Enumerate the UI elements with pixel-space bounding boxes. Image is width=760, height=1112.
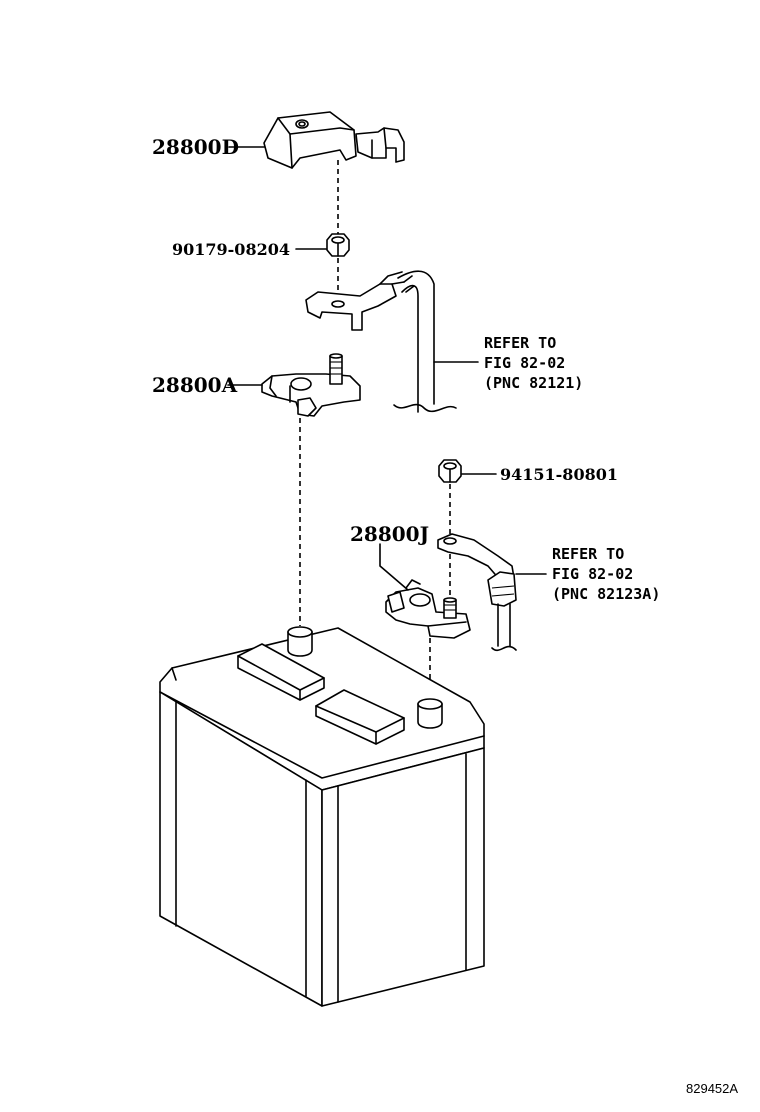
- refer-2-line1: REFER TO: [552, 545, 624, 563]
- label-28800D: 28800D: [152, 135, 239, 159]
- positive-cable: [393, 270, 457, 413]
- refer-1-line2: FIG 82-02: [484, 354, 565, 372]
- ground-cable-bracket: [437, 533, 517, 652]
- bolt-94151-80801: [438, 459, 462, 483]
- negative-terminal-28800J: [385, 579, 471, 639]
- nut-90179-08204: [326, 233, 350, 257]
- leader-28800J: [379, 543, 409, 591]
- label-94151-80801: 94151-80801: [500, 465, 618, 484]
- refer-1-line1: REFER TO: [484, 334, 556, 352]
- terminal-cover-28800D: [263, 111, 405, 169]
- battery: [159, 626, 485, 1007]
- refer-1-line3: (PNC 82121): [484, 374, 583, 392]
- refer-2-line3: (PNC 82123A): [552, 585, 660, 603]
- refer-2-line2: FIG 82-02: [552, 565, 633, 583]
- label-90179-08204: 90179-08204: [172, 240, 290, 259]
- label-28800J: 28800J: [350, 522, 429, 546]
- positive-cable-bracket: [305, 271, 405, 331]
- positive-terminal-28800A: [261, 353, 361, 417]
- label-28800A: 28800A: [152, 373, 238, 397]
- figure-code: 829452A: [686, 1081, 738, 1096]
